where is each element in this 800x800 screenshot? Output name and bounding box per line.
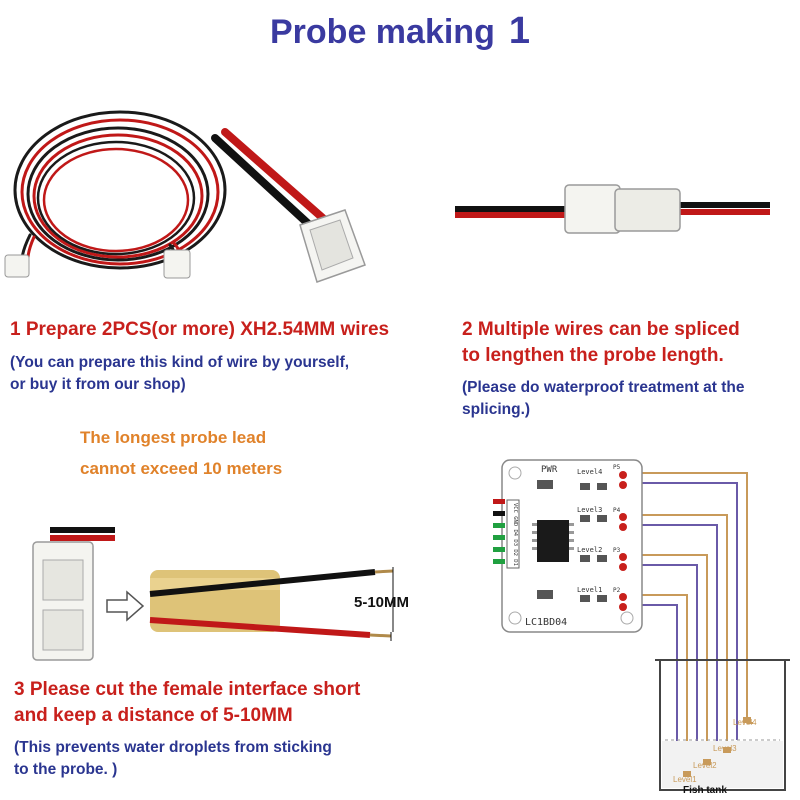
title-number: 1 (508, 10, 530, 52)
board-wiring-diagram: PWR Level4 Level3 Level2 Level1 P5 P4 P3… (493, 459, 790, 791)
board-probe-p2: P2 (613, 587, 621, 594)
cut-wire-illustration (32, 527, 394, 661)
board-level2-label: Level2 (577, 546, 602, 554)
step2-note-line2: splicing.) (462, 401, 531, 418)
tank-level1-label: Level1 (673, 775, 697, 784)
board-pin-labels: VCC GND D4 D3 D2 D1 (512, 503, 518, 566)
tank-level3-label: Level3 (713, 744, 737, 753)
step1-note-line1: (You can prepare this kind of wire by yo… (10, 354, 350, 371)
board-level1-label: Level1 (577, 586, 602, 594)
board-level3-label: Level3 (577, 506, 602, 514)
board-model-label: LC1BD04 (525, 617, 567, 628)
tank-label: Fish tank (683, 785, 727, 796)
measure-label: 5-10MM (354, 594, 410, 611)
board-level4-label: Level4 (577, 468, 602, 476)
board-pwr-label: PWR (541, 465, 558, 475)
step3-heading-line2: and keep a distance of 5-10MM (14, 705, 293, 726)
tank-level4-label: Level4 (733, 718, 757, 727)
tank-level2-label: Level2 (693, 761, 717, 770)
step2-heading-line1: 2 Multiple wires can be spliced (462, 319, 740, 340)
board-probe-p3: P3 (613, 547, 621, 554)
step2-note-line1: (Please do waterproof treatment at the (462, 379, 745, 396)
connector-closeup-image (211, 128, 366, 283)
coiled-wire-image (4, 110, 227, 279)
step3-heading-line1: 3 Please cut the female interface short (14, 679, 361, 700)
spliced-wires-image (455, 184, 770, 234)
warning-line2: cannot exceed 10 meters (80, 459, 283, 478)
warning-line1: The longest probe lead (80, 428, 267, 447)
title-text: Probe making (270, 13, 495, 51)
page-title: Probe making 1 (0, 10, 800, 53)
step2-heading-line2: to lengthen the probe length. (462, 345, 724, 366)
step1-note-line2: or buy it from our shop) (10, 376, 186, 393)
board-probe-p5: P5 (613, 464, 621, 471)
board-probe-p4: P4 (613, 507, 621, 514)
step3-note-line1: (This prevents water droplets from stick… (14, 739, 332, 756)
step1-heading: 1 Prepare 2PCS(or more) XH2.54MM wires (10, 319, 390, 340)
step3-note-line2: to the probe. ) (14, 761, 118, 778)
